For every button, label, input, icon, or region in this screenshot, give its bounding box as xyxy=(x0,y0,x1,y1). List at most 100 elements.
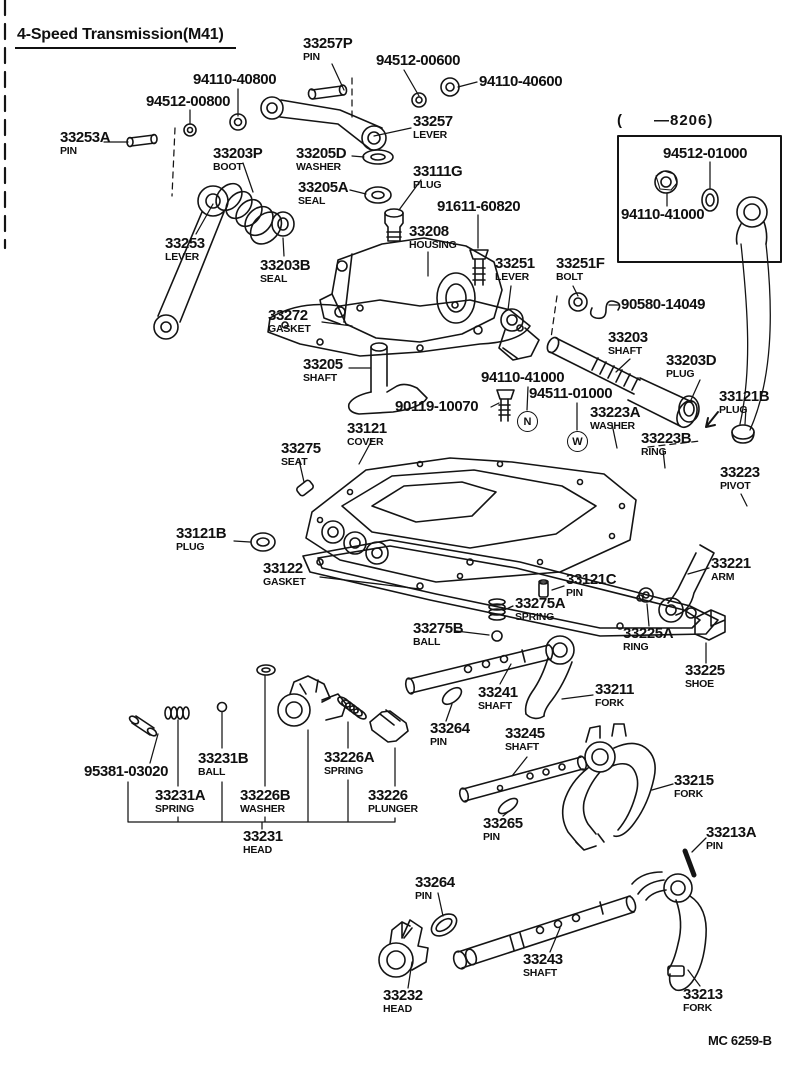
part-number: 33211 xyxy=(595,681,634,698)
inset-box xyxy=(617,135,782,431)
part-number: 33121C xyxy=(566,571,617,588)
part-name: SPRING xyxy=(324,764,364,777)
part-number: 33203P xyxy=(213,145,263,162)
part-label-90580-14049: 90580-14049 xyxy=(621,297,705,313)
washer-symbol: W xyxy=(567,431,588,452)
shape-plug-33111G xyxy=(384,208,404,242)
part-label-91611-60820: 91611-60820 xyxy=(437,199,521,215)
part-number: 33221 xyxy=(711,555,751,572)
part-number: 33225A xyxy=(623,625,674,642)
part-number: 90119-10070 xyxy=(395,398,479,415)
dashed-assembly-lines xyxy=(171,77,701,448)
part-label-94110-41000-inset: 94110-41000 xyxy=(621,206,705,223)
part-number: 33223B xyxy=(641,430,692,447)
part-number: 33205 xyxy=(303,356,343,373)
part-name: LEVER xyxy=(495,270,530,283)
part-label-94511-01000: 94511-01000 xyxy=(529,386,613,402)
part-name: SEAT xyxy=(281,455,308,468)
part-number: 95381-03020 xyxy=(84,763,169,780)
part-number: 33251F xyxy=(556,255,605,272)
shape-shaft-33245 xyxy=(458,755,588,803)
part-name: LEVER xyxy=(413,128,448,141)
shape-pin-33253A xyxy=(126,133,158,148)
part-name: SHAFT xyxy=(523,966,557,979)
part-name: HOUSING xyxy=(409,238,457,251)
part-name: SHAFT xyxy=(505,740,539,753)
shape-pin-33257P xyxy=(307,84,348,100)
part-number: 94110-41000 xyxy=(481,369,565,386)
shape-lever-33257 xyxy=(260,96,387,151)
shape-fork-33211 xyxy=(524,635,575,720)
part-name: WASHER xyxy=(590,419,635,432)
part-name: ARM xyxy=(711,570,735,583)
part-number: 33257 xyxy=(413,113,453,130)
part-number: 33264 xyxy=(415,874,455,891)
part-label-94110-40800: 94110-40800 xyxy=(193,71,277,88)
shape-washer-94110-40800 xyxy=(229,113,247,131)
part-number: 33272 xyxy=(268,307,308,324)
part-name: SEAL xyxy=(298,194,326,207)
part-number: 94110-40800 xyxy=(193,71,277,88)
part-number: 33205A xyxy=(298,179,349,196)
part-number: 33213 xyxy=(683,986,723,1003)
shape-housing-33208 xyxy=(319,237,503,343)
part-number: 33215 xyxy=(674,772,714,789)
part-number: 33231 xyxy=(243,828,283,845)
part-number: 33205D xyxy=(296,145,347,162)
part-name: SHOE xyxy=(685,677,714,690)
part-label-94512-00600: 94512-00600 xyxy=(376,53,460,69)
shape-boot-33203P xyxy=(215,182,283,245)
part-name: PIN xyxy=(415,889,432,902)
part-number: 33203D xyxy=(666,352,717,369)
shape-pin-95381-03020 xyxy=(128,715,158,737)
figure-code: MC 6259-B xyxy=(708,1033,772,1048)
shape-head-33231 xyxy=(277,675,347,727)
part-name: RING xyxy=(641,445,667,458)
part-number: 94110-41000 xyxy=(621,206,705,223)
shape-plunger-33226 xyxy=(369,709,409,743)
part-name: GASKET xyxy=(268,322,311,335)
part-number: 33257P xyxy=(303,35,353,52)
nut-symbol-letter: N xyxy=(523,415,532,428)
part-label-94110-41000: 94110-41000 xyxy=(481,369,565,386)
leader-lines xyxy=(103,63,748,989)
part-name: HEAD xyxy=(243,843,272,856)
part-number: 33213A xyxy=(706,824,757,841)
part-name: WASHER xyxy=(296,160,341,173)
part-name: SPRING xyxy=(155,802,195,815)
part-number: 33231B xyxy=(198,750,249,767)
part-number: 33231A xyxy=(155,787,206,804)
part-number: 33223 xyxy=(720,464,760,481)
inset-caption: ( —8206) xyxy=(617,112,714,129)
part-name: SHAFT xyxy=(303,371,337,384)
shape-washer-94110-40600 xyxy=(440,77,460,97)
part-number: 33225 xyxy=(685,662,725,679)
part-number: 33275B xyxy=(413,620,464,637)
part-number: 33275A xyxy=(515,595,566,612)
part-name: HEAD xyxy=(383,1002,412,1015)
